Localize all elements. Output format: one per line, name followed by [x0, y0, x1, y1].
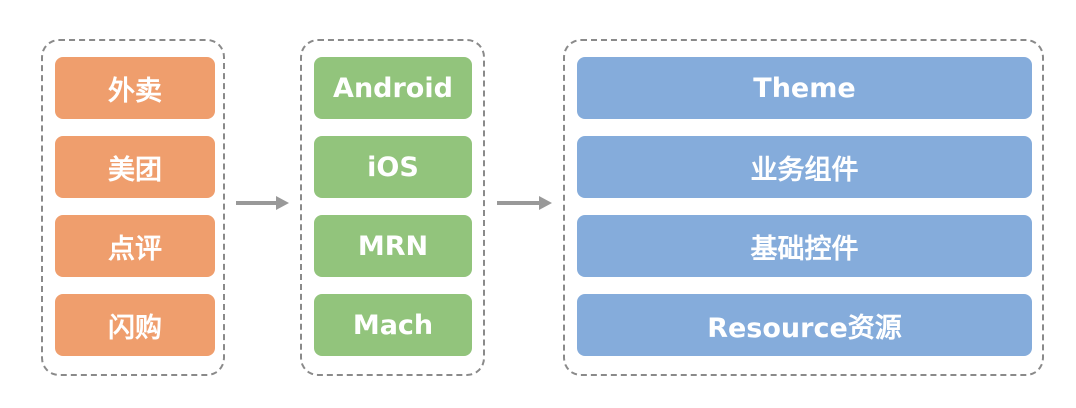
apps-group: 外卖 美团 点评 闪购	[41, 39, 225, 376]
app-box-meituan: 美团	[55, 136, 215, 198]
layer-box-resources: Resource资源	[577, 294, 1032, 356]
app-box-shangou: 闪购	[55, 294, 215, 356]
layer-box-base-controls: 基础控件	[577, 215, 1032, 277]
platform-box-mach: Mach	[314, 294, 472, 356]
platform-box-mrn: MRN	[314, 215, 472, 277]
layer-box-theme: Theme	[577, 57, 1032, 119]
layers-group: Theme 业务组件 基础控件 Resource资源	[563, 39, 1044, 376]
arrow-right-icon	[236, 196, 289, 210]
app-box-dianping: 点评	[55, 215, 215, 277]
platform-box-android: Android	[314, 57, 472, 119]
layer-box-business-components: 业务组件	[577, 136, 1032, 198]
platform-box-ios: iOS	[314, 136, 472, 198]
platforms-group: Android iOS MRN Mach	[300, 39, 485, 376]
app-box-waimai: 外卖	[55, 57, 215, 119]
arrow-right-icon	[497, 196, 552, 210]
